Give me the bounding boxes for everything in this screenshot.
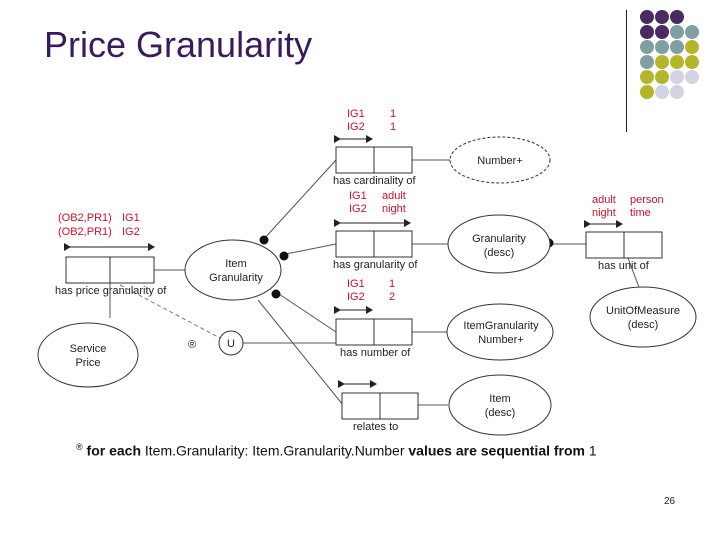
sample-value: IG1 [347, 108, 365, 120]
decorative-dot [670, 55, 684, 69]
sample-value: (OB2,PR1) [58, 226, 112, 238]
decorative-dot [670, 40, 684, 54]
slide-title: Price Granularity [44, 24, 313, 65]
footnote-text: Item.Granularity: Item.Granularity.Numbe… [141, 442, 409, 459]
sample-value: time [630, 207, 651, 219]
entity-label: Number+ [478, 334, 524, 346]
decorative-dot [685, 55, 699, 69]
sample-value: adult [592, 194, 616, 206]
sample-value: IG1 [347, 278, 365, 290]
entity-label: ItemGranularity [463, 320, 539, 332]
sample-value: IG2 [122, 226, 140, 238]
decorative-dot [670, 70, 684, 84]
entity-unit-of-measure: UnitOfMeasure (desc) [589, 286, 697, 348]
subset-constraint-line [119, 284, 221, 339]
fact-label: has granularity of [333, 259, 418, 271]
sample-value: IG1 [349, 190, 367, 202]
entity-label: Item [225, 258, 246, 270]
mandatory-dot [279, 251, 289, 261]
entity-item-granularity: Item Granularity [184, 239, 282, 301]
constraint-label: U [227, 338, 235, 350]
footnote-keyword: for each [86, 442, 141, 459]
fact-has-price-granularity-of: (OB2,PR1) IG1 (OB2,PR1) IG2 has price gr… [55, 212, 167, 297]
mandatory-dot [271, 289, 281, 299]
mandatory-dot [259, 235, 269, 245]
decorative-dot [670, 25, 684, 39]
decorative-dot [655, 40, 669, 54]
footnote-keyword: values are sequential from [408, 442, 586, 459]
decorative-dot [685, 25, 699, 39]
connector-lines [109, 159, 641, 406]
entity-label: Item [489, 393, 510, 405]
footnote-constraint: ® for each Item.Granularity: Item.Granul… [76, 442, 597, 459]
decorative-dot [670, 85, 684, 99]
fact-label: has unit of [598, 260, 650, 272]
decorative-dot [640, 85, 654, 99]
fact-has-granularity-of: IG1 adult IG2 night has granularity of [333, 190, 418, 271]
sample-value: night [592, 207, 616, 219]
entity-label: Granularity [472, 233, 526, 245]
decorative-dot [685, 70, 699, 84]
entity-label: (desc) [484, 247, 515, 259]
decorative-dot [670, 10, 684, 24]
sample-value: adult [382, 190, 406, 202]
sample-value: 2 [389, 291, 395, 303]
decorative-dot [655, 85, 669, 99]
fact-label: has number of [340, 347, 411, 359]
sample-value: (OB2,PR1) [58, 212, 112, 224]
sample-value: IG2 [347, 291, 365, 303]
decorative-dot [655, 10, 669, 24]
fact-relates-to: relates to [338, 380, 419, 433]
sample-value: night [382, 203, 406, 215]
fact-label: relates to [353, 421, 398, 433]
decorative-divider [626, 10, 627, 132]
fact-has-cardinality-of: IG1 1 IG2 1 has cardinality of [333, 108, 416, 187]
entity-label: UnitOfMeasure [606, 305, 680, 317]
entity-number-plus: Number+ [449, 136, 551, 184]
fact-label: has price granularity of [55, 285, 167, 297]
decorative-dot [640, 10, 654, 24]
entity-label: Number+ [477, 155, 523, 167]
sample-value: IG2 [349, 203, 367, 215]
entity-label: Price [75, 357, 100, 369]
page-number: 26 [664, 496, 676, 507]
entity-service-price: Service Price [37, 322, 139, 388]
sample-value: IG2 [347, 121, 365, 133]
sample-value: 1 [390, 108, 396, 120]
fact-has-number-of: IG1 1 IG2 2 has number of [334, 278, 413, 359]
decorative-dot [685, 40, 699, 54]
registered-mark: ® [76, 442, 83, 452]
sample-value: person [630, 194, 664, 206]
footnote-text: 1 [585, 442, 597, 459]
decorative-dot [640, 25, 654, 39]
entity-item-desc: Item (desc) [448, 374, 552, 436]
entity-label: (desc) [628, 319, 659, 331]
entity-item-granularity-number: ItemGranularity Number+ [446, 303, 554, 361]
decorative-dot [640, 40, 654, 54]
entity-label: Service [70, 343, 107, 355]
entity-label: Granularity [209, 272, 263, 284]
uniqueness-constraint: U ® [188, 330, 244, 356]
decorative-dot [655, 70, 669, 84]
decorative-dot [640, 70, 654, 84]
entity-label: (desc) [485, 407, 516, 419]
sample-value: 1 [390, 121, 396, 133]
sample-value: IG1 [122, 212, 140, 224]
fact-has-unit-of: adult person night time has unit of [584, 194, 664, 272]
sample-value: 1 [389, 278, 395, 290]
decorative-dot [640, 55, 654, 69]
entity-granularity-desc: Granularity (desc) [447, 214, 551, 274]
fact-label: has cardinality of [333, 175, 416, 187]
decorative-dot [655, 55, 669, 69]
decorative-dot [655, 25, 669, 39]
registered-mark: ® [188, 339, 196, 351]
